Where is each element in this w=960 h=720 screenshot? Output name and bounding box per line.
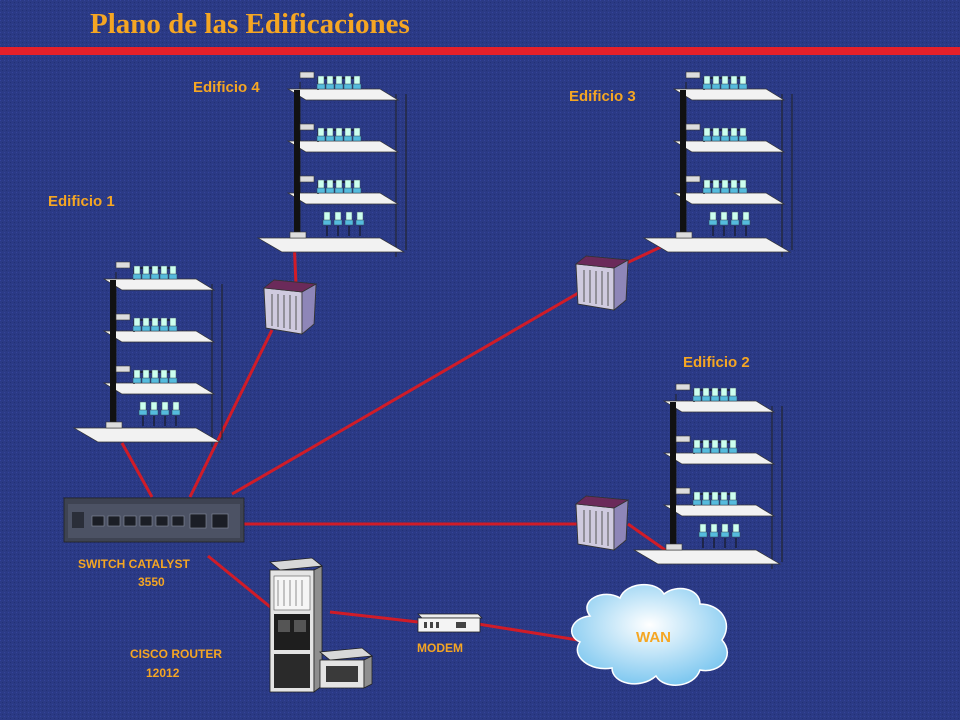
- link-hub2-edificio2: [627, 522, 669, 554]
- label-modem: MODEM: [417, 641, 463, 655]
- modem-icon: [417, 613, 483, 633]
- link-switch-hub3: [231, 290, 581, 496]
- label-edificio-1: Edificio 1: [48, 193, 115, 210]
- wan-cloud-icon: [570, 584, 728, 686]
- hub-edificio-4: [263, 279, 317, 335]
- link-switch-edificio1: [120, 442, 154, 498]
- switch-catalyst-icon: [62, 497, 246, 543]
- hub-edificio-2: [575, 495, 629, 551]
- label-router-line1: CISCO ROUTER: [130, 647, 223, 661]
- page-title: Plano de las Edificaciones: [90, 8, 410, 40]
- label-router-line2: 12012: [146, 666, 180, 680]
- label-edificio-2: Edificio 2: [683, 354, 750, 371]
- network-links: [120, 236, 681, 642]
- cisco-router-icon: [268, 557, 374, 693]
- hub-edificio-3: [575, 255, 629, 311]
- label-switch-line1: SWITCH CATALYST: [78, 557, 190, 571]
- label-switch-line2: 3550: [138, 575, 165, 589]
- label-edificio-4: Edificio 4: [193, 79, 260, 96]
- label-wan: WAN: [636, 629, 671, 646]
- title-bar: [0, 47, 960, 55]
- link-router-modem: [329, 610, 419, 624]
- link-modem-wan: [477, 622, 579, 642]
- link-switch-router: [207, 554, 275, 612]
- label-edificio-3: Edificio 3: [569, 88, 636, 105]
- link-switch-hub4: [188, 329, 274, 498]
